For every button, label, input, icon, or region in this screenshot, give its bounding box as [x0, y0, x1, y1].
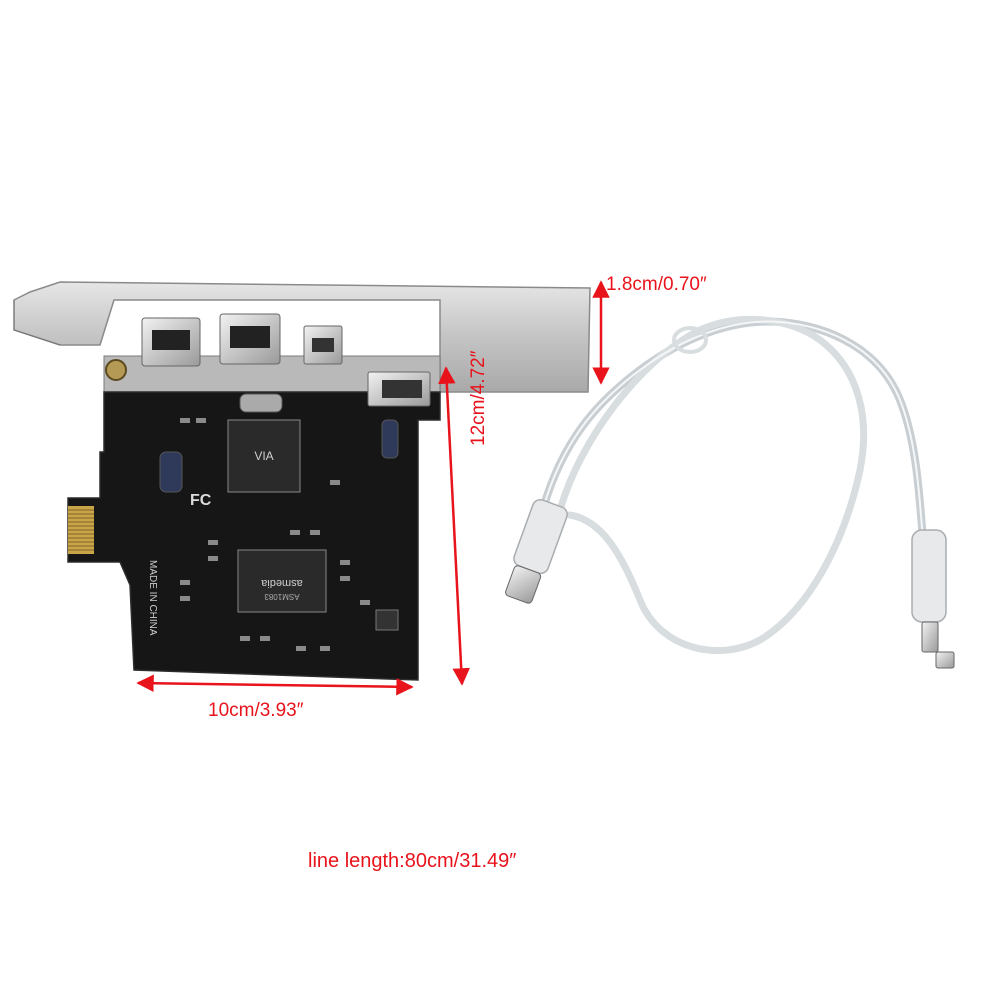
firewire-6pin-plug [505, 498, 568, 604]
controller-chip-via: VIA [227, 419, 301, 493]
internal-firewire-port [367, 371, 431, 407]
chip1-brand-text: VIA [254, 449, 273, 463]
bridge-chip-asmedia: asmedia ASM1083 [237, 549, 327, 613]
width-dimension-label: 10cm/3.93″ [208, 700, 304, 721]
firewire-port-1 [141, 317, 201, 367]
firewire-cable [536, 315, 929, 655]
cable-length-label: line length:80cm/31.49″ [308, 850, 517, 872]
gold-fingers [68, 506, 94, 554]
firewire-4pin-plug [911, 529, 955, 669]
smd-components [180, 418, 399, 651]
bracket-screw [105, 359, 127, 381]
bracket-dimension-label: 1.8cm/0.70″ [606, 274, 707, 295]
mini-firewire-port [303, 325, 343, 365]
chip2-brand-text: asmedia [260, 577, 302, 589]
height-dimension-label: 12cm/4.72″ [468, 350, 489, 446]
firewire-port-2 [219, 313, 281, 365]
chip2-model-text: ASM1083 [264, 592, 300, 601]
made-in-text: MADE IN CHINA [147, 560, 158, 636]
pcie-bracket [13, 281, 591, 397]
dimension-arrows [136, 280, 610, 696]
fcc-mark: FC [190, 492, 212, 509]
capacitor [159, 393, 399, 493]
